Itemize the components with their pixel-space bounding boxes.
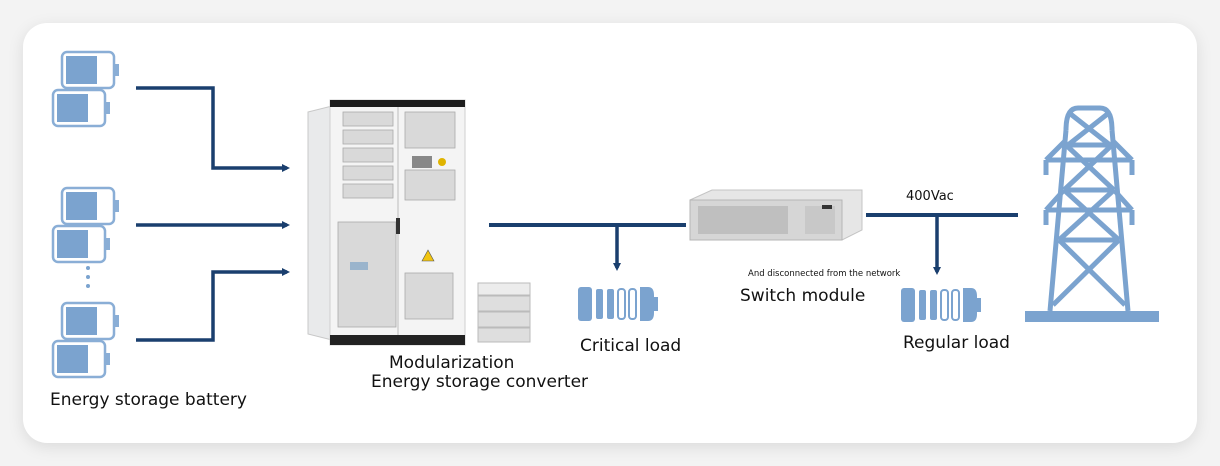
switch-module-image bbox=[689, 189, 863, 241]
battery-icon bbox=[60, 301, 121, 341]
voltage-label: 400Vac bbox=[906, 189, 954, 204]
transmission-tower-icon bbox=[1043, 105, 1135, 312]
battery-stack-middle bbox=[51, 186, 121, 264]
battery-icon bbox=[51, 224, 112, 264]
battery-icon bbox=[51, 339, 112, 379]
battery-icon bbox=[51, 88, 112, 128]
critical-load-label: Critical load bbox=[580, 336, 682, 356]
diagram-card bbox=[23, 23, 1197, 443]
converter-label-line1: Modularization bbox=[389, 353, 515, 373]
switch-module-label: Switch module bbox=[740, 286, 866, 306]
battery-link-bottom-arrow bbox=[136, 268, 290, 342]
battery-stack-bottom bbox=[51, 301, 121, 379]
regular-load-icon bbox=[900, 287, 982, 323]
converter-cabinet-image bbox=[307, 99, 466, 346]
battery-label: Energy storage battery bbox=[50, 390, 247, 410]
battery-icon bbox=[60, 186, 121, 226]
switch-module-caption: And disconnected from the network bbox=[748, 269, 901, 279]
battery-stack-top bbox=[51, 50, 121, 128]
critical-load-icon bbox=[577, 286, 659, 322]
tower-base bbox=[1025, 311, 1159, 322]
battery-icon bbox=[60, 50, 121, 90]
regular-load-label: Regular load bbox=[903, 333, 1010, 353]
converter-module-stack-image bbox=[477, 282, 531, 343]
converter-label-line2: Energy storage converter bbox=[371, 372, 589, 392]
ellipsis-dots-icon bbox=[86, 266, 90, 288]
battery-link-top-arrow bbox=[136, 86, 290, 172]
